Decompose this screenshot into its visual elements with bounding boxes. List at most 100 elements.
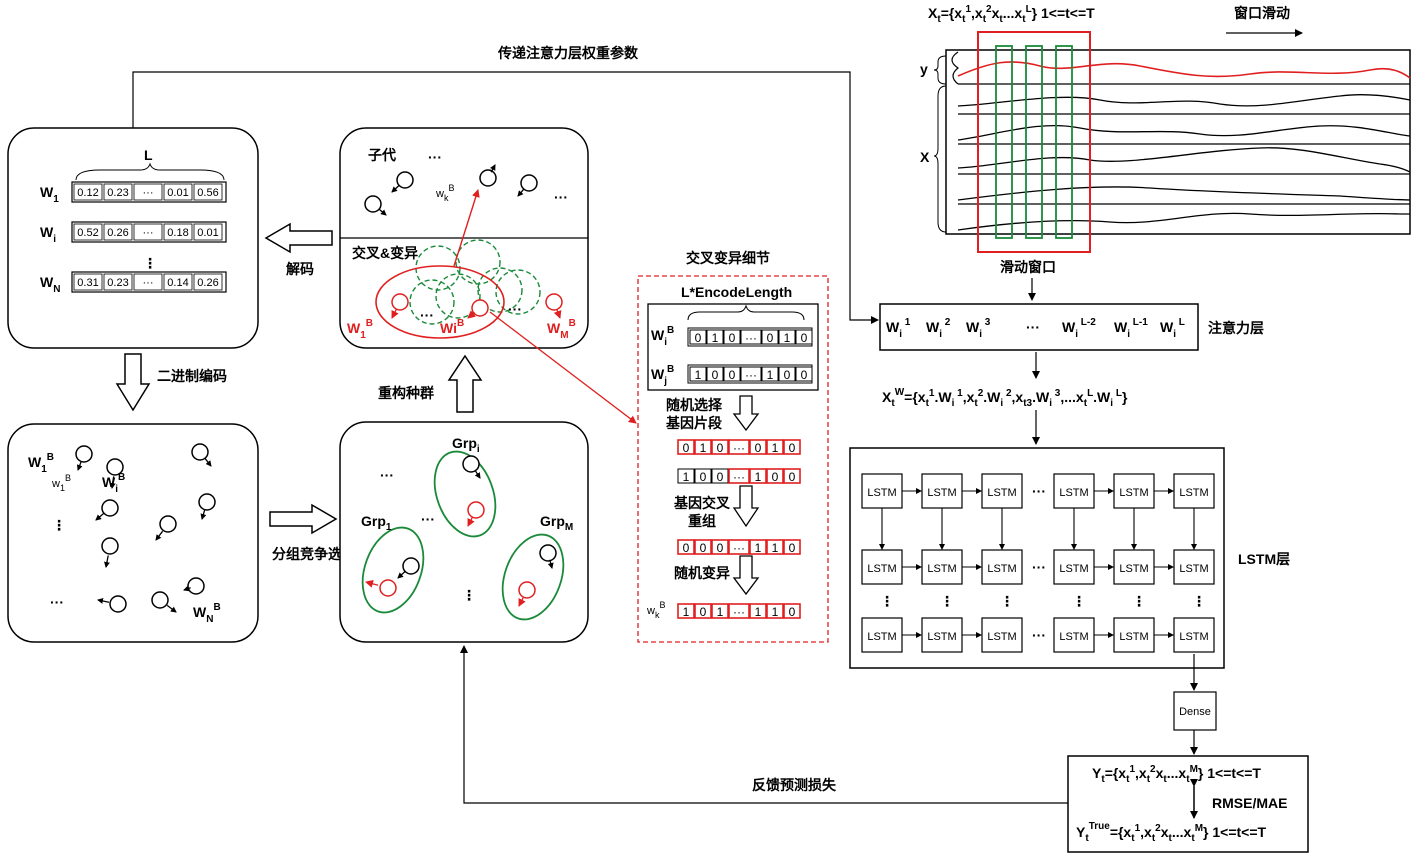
lstm-cell xyxy=(861,549,903,585)
bit-cell xyxy=(749,468,767,484)
lstm-vdots: ⋮ xyxy=(1132,593,1146,609)
yt-formula: Yt={xt1,xt2xt...xtM} 1<=t<=T xyxy=(1092,764,1261,785)
y-series-line xyxy=(957,61,1411,79)
group-box: Grpi Grp1 GrpM ··· ··· ⋮ xyxy=(339,421,589,643)
bit-cell xyxy=(728,439,750,455)
lstm-cell-label: LSTM xyxy=(927,487,956,499)
step2-line1: 基因交叉 xyxy=(674,495,731,511)
lstm-vdots: ⋮ xyxy=(880,593,894,609)
x-series-line xyxy=(957,186,1411,201)
bit-value: 1 xyxy=(772,605,779,619)
detail-wi-label: WiB xyxy=(651,325,674,348)
detail-wj-label: WjB xyxy=(651,364,674,387)
bit-cell xyxy=(749,539,767,555)
bit-value: ··· xyxy=(745,368,757,382)
individual-circle xyxy=(518,581,536,599)
individual-circle xyxy=(75,445,93,463)
lstm-cell-label: LSTM xyxy=(1059,487,1088,499)
group-1-ellipse xyxy=(361,526,425,614)
lstm-cell-label: LSTM xyxy=(1179,487,1208,499)
bit-value: 0 xyxy=(784,368,791,382)
weight-cell xyxy=(133,273,163,291)
lstm-cell xyxy=(1173,549,1215,585)
attention-weight: Wi 3 xyxy=(966,317,991,340)
crossover-ghost-circle xyxy=(495,269,541,315)
bit-value: 1 xyxy=(772,441,779,455)
weight-cell-value: 0.01 xyxy=(197,227,218,239)
individual-arrow xyxy=(467,310,476,319)
bit-cell xyxy=(766,603,784,619)
weight-cell-value: 0.18 xyxy=(167,227,188,239)
bit-value: 1 xyxy=(717,605,724,619)
bit-cell xyxy=(677,603,695,619)
individual-arrow xyxy=(166,604,177,613)
bit-cell xyxy=(783,603,801,619)
top-feedback-connector: 传递注意力层权重参数 xyxy=(132,45,879,324)
weight-cell-value: 0.26 xyxy=(107,227,128,239)
group-select-label: 分组竞争选择 xyxy=(272,546,357,562)
individual-circle xyxy=(479,169,497,187)
bit-value: ··· xyxy=(733,441,745,455)
weight-cell-value: 0.56 xyxy=(197,187,218,199)
crossover-ghost-circle xyxy=(455,239,501,285)
lstm-cell xyxy=(1113,549,1155,585)
bit-value: 0 xyxy=(700,470,707,484)
individual-arrow xyxy=(467,516,475,527)
bit-cell xyxy=(677,468,695,484)
bit-value: 0 xyxy=(712,368,719,382)
bit-cell xyxy=(677,539,695,555)
weight-cell-value: 0.23 xyxy=(107,277,128,289)
individual-arrow xyxy=(95,512,105,521)
bit-value: 0 xyxy=(755,441,762,455)
detail-wk-label: wkB xyxy=(646,600,665,620)
bit-cell xyxy=(728,468,750,484)
pop-wib-label: WiB xyxy=(102,472,125,495)
lstm-cell-label: LSTM xyxy=(867,563,896,575)
bit-value: 0 xyxy=(789,470,796,484)
y-series-label: y xyxy=(920,61,928,77)
lstm-cell-label: LSTM xyxy=(1119,487,1148,499)
bit-cell xyxy=(783,439,801,455)
offspring-link xyxy=(453,189,480,267)
bit-cell xyxy=(761,329,779,345)
x-series-label: X xyxy=(920,149,930,165)
lstm-cell xyxy=(861,617,903,653)
lstm-cell xyxy=(1053,549,1095,585)
timeseries-rows xyxy=(951,51,1411,231)
group-select-arrow: 分组竞争选择 xyxy=(269,503,357,562)
bit-cell xyxy=(694,468,712,484)
lstm-row-dots: ··· xyxy=(1032,559,1046,575)
individual-circle xyxy=(545,293,563,311)
step2-line2: 重组 xyxy=(688,513,716,529)
bit-cell xyxy=(795,366,813,382)
individual-circle xyxy=(467,501,485,519)
bit-cell xyxy=(694,439,712,455)
individual-arrow xyxy=(204,457,212,467)
bit-cell xyxy=(711,468,729,484)
weight-cell-value: 0.14 xyxy=(167,277,188,289)
weight-cell xyxy=(163,273,193,291)
offspring-wk-label: wkB xyxy=(435,183,454,203)
attention-weight: Wi L xyxy=(1160,317,1185,340)
bit-value: 0 xyxy=(801,368,808,382)
sliding-window-frame xyxy=(977,31,1091,253)
step1-line2: 基因片段 xyxy=(666,415,722,431)
lstm-cell-label: LSTM xyxy=(927,631,956,643)
sliding-window-label: 滑动窗口 xyxy=(1000,259,1056,275)
lstm-cell-label: LSTM xyxy=(867,631,896,643)
weight-cell xyxy=(103,273,133,291)
lstm-row-dots: ··· xyxy=(1032,627,1046,643)
lstm-cell xyxy=(1173,473,1215,509)
weight-cell xyxy=(163,183,193,201)
individual-circle xyxy=(539,544,557,562)
individual-arrow xyxy=(553,308,562,319)
bit-value: 1 xyxy=(755,605,762,619)
population-individuals xyxy=(75,443,216,613)
individual-circle xyxy=(391,293,409,311)
bit-cell xyxy=(740,366,762,382)
lstm-vdots: ⋮ xyxy=(940,593,954,609)
decode-arrow: 解码 xyxy=(264,222,333,277)
